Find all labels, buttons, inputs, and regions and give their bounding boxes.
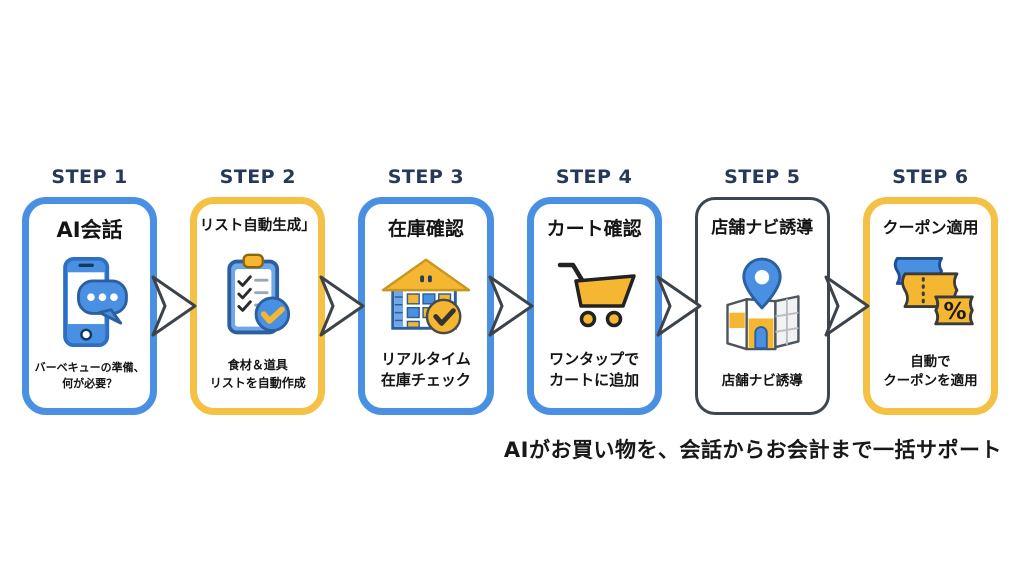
svg-text:%: % [944,299,967,325]
step-3-label: STEP 3 [387,166,465,188]
checklist-icon [212,235,304,357]
step-4: STEP 4 カート確認 ワンタップで カートに追加 [526,166,702,415]
step-6: STEP 6 クーポン適用 % 自動で [862,166,999,415]
step-4-label: STEP 4 [555,166,633,188]
phone-chat-icon [44,243,136,360]
step-5-box: 店舗ナビ誘導 [694,197,830,415]
flow-arrow-icon [656,275,702,337]
step-6-box: クーポン適用 % 自動で クーポンを適用 [862,197,999,415]
map-pin-icon [716,238,808,372]
step-1-caption: バーベキューの準備、 何が必要？ [34,361,145,391]
step-4-caption: ワンタップで カートに追加 [549,349,640,390]
process-flow: STEP 1 AI会話 [22,166,999,415]
step-1-box: AI会話 [22,197,158,415]
step-6-caption: 自動で クーポンを適用 [883,353,978,390]
step-1-title: AI会話 [56,218,123,242]
step-4-box: カート確認 ワンタップで カートに追加 [526,197,662,415]
step-3-caption: リアルタイム 在庫チェック [380,349,471,390]
step-3-box: 在庫確認 [358,197,494,415]
step-1-label: STEP 1 [51,166,128,188]
flow-arrow-icon [319,275,365,337]
step-5-caption: 店舗ナビ誘導 [721,373,803,390]
step-2: STEP 2 リスト自動生成」 [190,166,365,415]
step-2-label: STEP 2 [219,166,296,188]
flow-arrow-icon [824,275,870,337]
step-2-caption: 食材＆道具 リストを自動作成 [209,358,306,390]
warehouse-icon [379,241,473,349]
step-5-label: STEP 5 [724,166,801,188]
step-6-title: クーポン適用 [882,218,979,237]
step-6-label: STEP 6 [892,166,969,188]
step-2-title: リスト自動生成」 [199,218,316,234]
cart-icon [546,241,642,349]
coupon-icon: % [880,237,980,353]
step-1: STEP 1 AI会話 [22,166,197,415]
step-2-box: リスト自動生成」 [190,197,326,415]
step-3: STEP 3 在庫確認 [358,166,534,415]
flow-arrow-icon [151,275,197,337]
step-3-title: 在庫確認 [387,218,464,240]
step-5-title: 店舗ナビ誘導 [711,218,814,238]
step-5: STEP 5 店舗ナビ誘導 [694,166,870,415]
step-4-title: カート確認 [546,218,642,240]
flow-arrow-icon [488,275,534,337]
footer-caption: AIがお買い物を、会話からお会計まで一括サポート [503,438,1002,462]
